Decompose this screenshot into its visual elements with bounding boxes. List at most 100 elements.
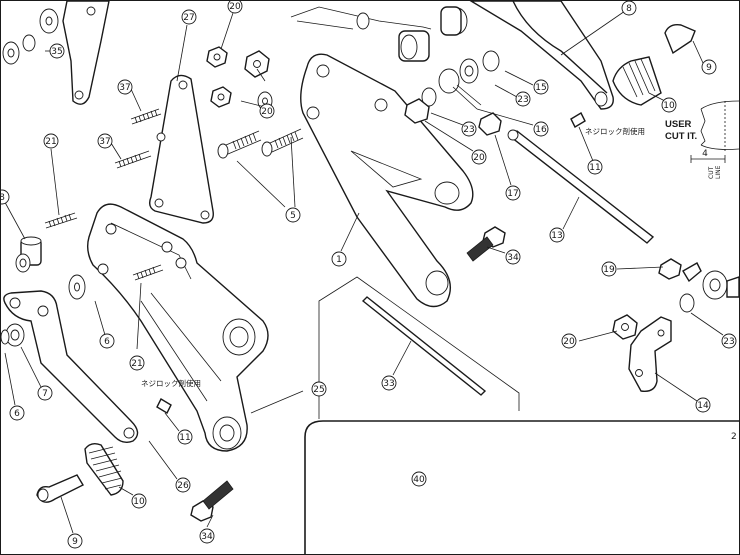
callout-23a-text: 23 — [517, 95, 528, 105]
washer-23-top — [421, 87, 437, 107]
callout-34b-text: 34 — [201, 532, 213, 542]
callout-8a-text: 8 — [1, 193, 5, 203]
bushing-15 — [459, 58, 479, 84]
callout-9b: 9 — [701, 59, 717, 75]
bolt-21-lower — [132, 264, 164, 281]
callout-6a-text: 6 — [104, 337, 110, 347]
callout-15-text: 15 — [535, 83, 546, 93]
callout-17: 17 — [505, 185, 521, 201]
washer-23-right — [679, 293, 695, 313]
callout-25-text: 25 — [313, 385, 324, 395]
footpeg-10-right — [612, 56, 662, 106]
cut-line-label-2: LINE — [715, 165, 722, 179]
callout-35: 35 — [49, 43, 65, 59]
reference-panel-40 — [304, 420, 739, 554]
user-cut-note-line2: CUT IT. — [665, 131, 697, 142]
callout-37a-text: 37 — [119, 83, 130, 93]
callout-20d: 20 — [561, 333, 577, 349]
callout-11b-text: 11 — [589, 163, 600, 173]
bolt-34-lower — [190, 480, 234, 522]
callout-23c: 23 — [721, 333, 737, 349]
callout-8b: 8 — [621, 1, 637, 16]
bolt-37-upper — [130, 108, 162, 125]
callout-15: 15 — [533, 79, 549, 95]
callout-1-text: 1 — [336, 255, 342, 265]
callout-17-text: 17 — [507, 189, 518, 199]
bolt-5-a — [217, 130, 262, 159]
callout-33-text: 33 — [383, 379, 394, 389]
callout-20b: 20 — [259, 103, 275, 119]
callout-5-text: 5 — [290, 211, 296, 221]
nut-20-right — [612, 314, 638, 340]
threadlock-note-right: ネジロック剤使用 — [585, 126, 645, 136]
callout-9a-text: 9 — [72, 537, 78, 547]
callout-2-partial: 2 — [731, 432, 737, 442]
callout-9a: 9 — [67, 533, 83, 549]
callout-11a: 11 — [177, 429, 193, 445]
callout-20a-text: 20 — [229, 2, 241, 12]
callout-13: 13 — [549, 227, 565, 243]
callout-21a: 21 — [43, 133, 59, 149]
callout-20a: 20 — [227, 1, 243, 14]
leader-lines — [1, 10, 724, 534]
washer-top-1 — [356, 12, 370, 30]
callout-23b: 23 — [461, 121, 477, 137]
threadlock-note-left: ネジロック剤使用 — [141, 378, 201, 388]
callout-20c: 20 — [471, 149, 487, 165]
callout-19-text: 19 — [603, 265, 615, 275]
bolt-5-b — [261, 128, 304, 157]
user-cut-note-line1: USER — [665, 119, 692, 130]
spacer-top — [398, 30, 430, 62]
callout-10b-text: 10 — [663, 101, 675, 111]
callout-13-text: 13 — [551, 231, 562, 241]
footpeg-cut-profile — [690, 100, 739, 163]
callout-20c-text: 20 — [473, 153, 485, 163]
callout-33: 33 — [381, 375, 397, 391]
nut-19 — [658, 258, 682, 280]
bracket-14 — [628, 316, 672, 392]
callout-11a-text: 11 — [179, 433, 190, 443]
callout-37b: 37 — [97, 133, 113, 149]
pin-9-right — [664, 23, 696, 55]
nut-20-center — [404, 98, 430, 124]
nut-17 — [478, 112, 502, 136]
nut-20-b — [210, 86, 232, 108]
callout-14: 14 — [695, 397, 711, 413]
callout-16: 16 — [533, 121, 549, 137]
callout-5: 5 — [285, 207, 301, 223]
callout-26: 26 — [175, 477, 191, 493]
callout-10a: 10 — [131, 493, 147, 509]
frame-outline-top — [290, 6, 432, 30]
callout-11b: 11 — [587, 159, 603, 175]
arm-plate-35 — [62, 1, 110, 105]
callout-9b-text: 9 — [706, 63, 712, 73]
pedal-lever-26 — [3, 290, 139, 444]
callout-21b: 21 — [129, 355, 145, 371]
callout-7: 7 — [37, 385, 53, 401]
footpeg-10-left — [84, 442, 124, 496]
bolt-37-lower — [114, 150, 152, 169]
rod-33 — [361, 296, 487, 396]
washer-15 — [482, 50, 500, 72]
callout-34a-text: 34 — [507, 253, 519, 263]
spring-16 — [438, 68, 482, 110]
callout-23a: 23 — [515, 91, 531, 107]
bolt-11-left — [156, 398, 172, 414]
nut-20-top — [244, 50, 270, 78]
bracket-27 — [148, 74, 214, 224]
lever-8-right — [469, 1, 614, 110]
callout-26-text: 26 — [177, 481, 189, 491]
cut-dimension-value: 4 — [702, 149, 708, 159]
callout-20b-text: 20 — [261, 107, 273, 117]
bushing-left — [15, 253, 31, 273]
bolt-34-center — [466, 226, 506, 262]
pin-9-left — [36, 474, 84, 503]
callout-8a: 8 — [1, 189, 10, 205]
callout-14-text: 14 — [697, 401, 709, 411]
callout-19: 19 — [601, 261, 617, 277]
callout-8b-text: 8 — [626, 4, 632, 14]
callout-20d-text: 20 — [563, 337, 575, 347]
pivot-7 — [1, 323, 25, 347]
threadlock-bolt-11-right — [570, 112, 586, 128]
